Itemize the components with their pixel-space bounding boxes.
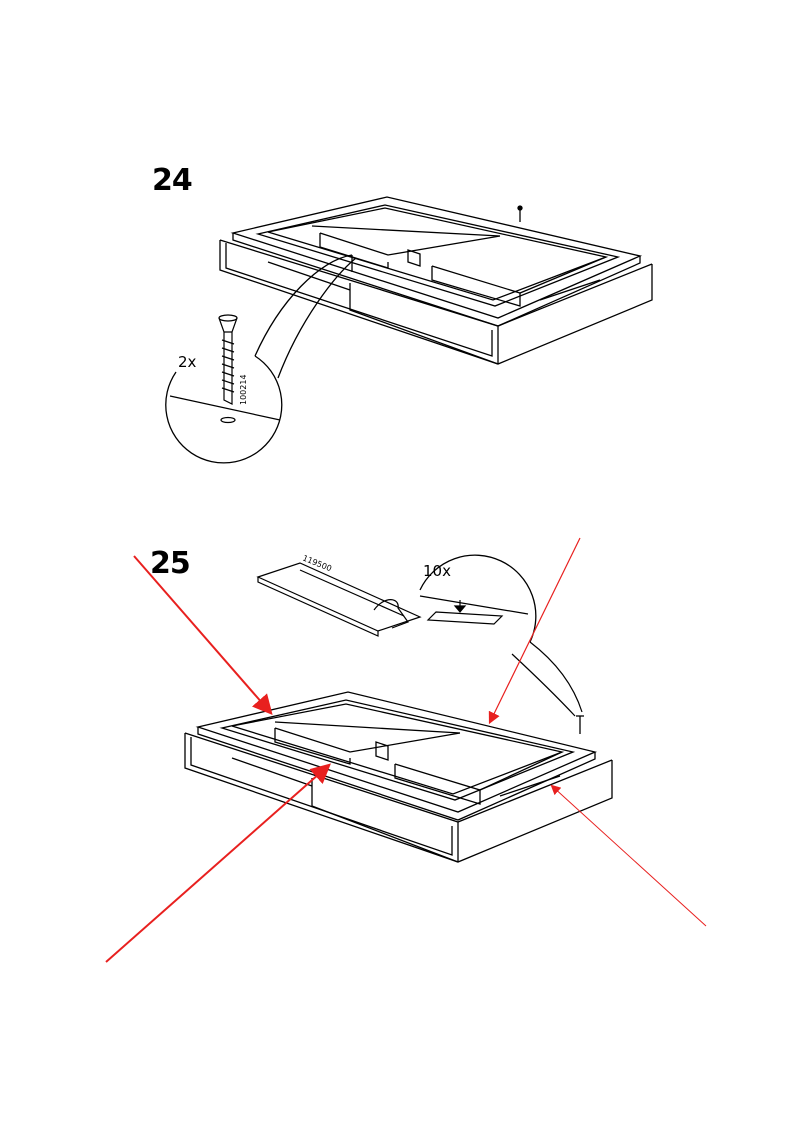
- bed-frame-step-25: [184, 691, 613, 863]
- screw-part-number: 100214: [239, 374, 248, 405]
- felt-strip-119500: 119500: [256, 554, 422, 637]
- red-arrow-bottom-right: [550, 784, 707, 927]
- screw-callout-step-24: 2x 100214: [165, 314, 283, 464]
- step-24-number: 24: [152, 163, 193, 198]
- bed-frame-step-24: [219, 196, 653, 379]
- screw-icon: [218, 314, 238, 424]
- screw-quantity: 2x: [178, 353, 197, 371]
- red-arrow-bottom-left: [105, 763, 331, 963]
- felt-pad-icon: [426, 600, 504, 625]
- step-25-number: 25: [150, 546, 191, 581]
- red-arrow-top-right: [488, 537, 581, 725]
- red-annotation-arrows: [105, 537, 707, 963]
- felt-callout-step-25: 10x: [419, 554, 583, 717]
- red-arrow-left-top: [133, 555, 273, 716]
- felt-quantity: 10x: [423, 562, 451, 580]
